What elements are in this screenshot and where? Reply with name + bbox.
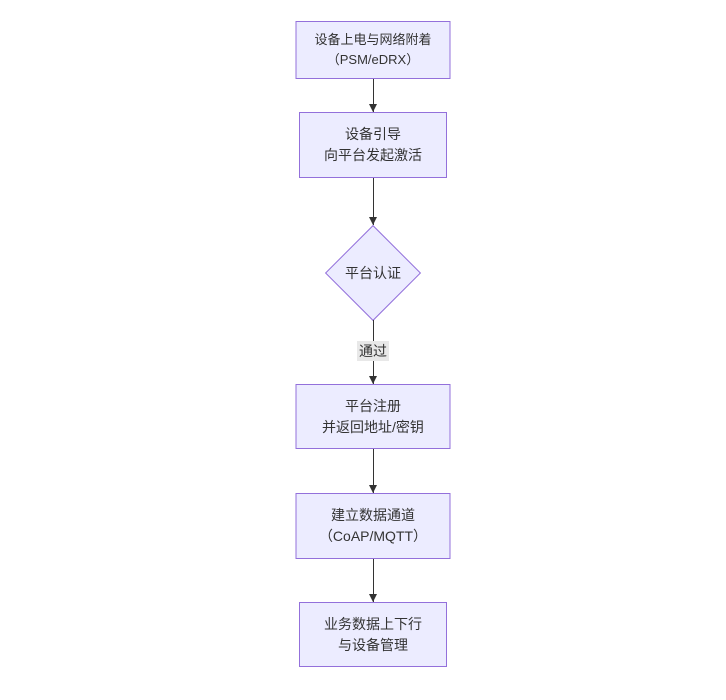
node-label-line: 设备引导: [345, 126, 401, 142]
edge-line: [372, 559, 374, 602]
arrowhead-icon: [368, 104, 377, 112]
arrowhead-icon: [368, 217, 377, 225]
node-platform-register: 平台注册 并返回地址/密钥: [295, 384, 451, 449]
node-business-data-mgmt: 业务数据上下行 与设备管理: [299, 602, 447, 667]
node-label-line: 向平台发起激活: [324, 147, 422, 163]
arrowhead-icon: [368, 594, 377, 602]
node-platform-auth-decision: 平台认证: [324, 224, 422, 321]
edge-line: [372, 79, 374, 112]
node-label-line: 并返回地址/密钥: [322, 418, 424, 435]
node-device-power-attach: 设备上电与网络附着 （PSM/eDRX）: [295, 21, 451, 79]
node-label-line: 平台认证: [345, 264, 401, 281]
node-label-line: （PSM/eDRX）: [326, 52, 420, 67]
arrowhead-icon: [368, 376, 377, 384]
node-label-line: （CoAP/MQTT）: [318, 528, 428, 544]
edge-label-pass: 通过: [357, 341, 389, 361]
node-label-line: 业务数据上下行: [324, 615, 422, 632]
edge-line: [372, 178, 374, 225]
arrowhead-icon: [368, 485, 377, 493]
node-device-bootstrap: 设备引导 向平台发起激活: [299, 112, 447, 178]
node-data-channel: 建立数据通道 （CoAP/MQTT）: [295, 493, 451, 559]
node-label-line: 平台注册: [345, 397, 401, 414]
node-label-line: 与设备管理: [338, 636, 408, 653]
node-label-line: 建立数据通道: [331, 507, 415, 523]
edge-line: [372, 449, 374, 493]
node-label-line: 设备上电与网络附着: [314, 32, 432, 47]
